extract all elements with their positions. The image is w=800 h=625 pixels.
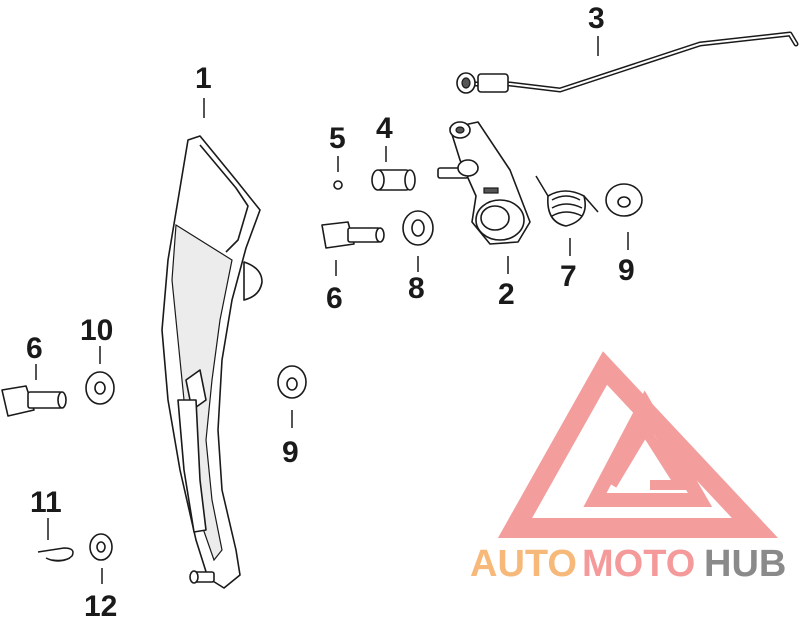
callout-12: 12: [84, 590, 117, 623]
watermark-logo: [497, 351, 779, 538]
callout-8: 8: [408, 272, 425, 305]
logo-inner-mark: [607, 420, 690, 490]
callout-3: 3: [588, 2, 605, 35]
part-4-bushing: [371, 169, 416, 191]
part-1-lever: [161, 135, 263, 589]
part-5-nut: [333, 180, 343, 190]
callout-4: 4: [376, 112, 393, 145]
part-6-bolt-upper: [321, 221, 385, 249]
part-7-spring: [535, 175, 599, 227]
callout-9-middle: 9: [282, 436, 299, 469]
logo-outer-triangle: [497, 351, 779, 538]
part-2-arm: [437, 121, 531, 245]
logo-inner-triangle: [583, 390, 713, 507]
part-3-rod: [456, 31, 799, 94]
callout-6-upper: 6: [326, 282, 343, 315]
callouts: 1 3 4 5 6 8 2 7 9 9 6 10 11 12: [26, 2, 635, 623]
part-9-washer-right: [605, 183, 643, 217]
callout-9-right: 9: [618, 254, 635, 287]
callout-6-lower: 6: [26, 332, 43, 365]
watermark-text: AUTO MOTO HUB: [470, 543, 786, 585]
watermark-moto: MOTO: [582, 543, 695, 585]
watermark-hub: HUB: [704, 543, 786, 585]
part-6-bolt-lower: [1, 385, 67, 417]
part-9-washer-middle: [277, 365, 307, 399]
callout-5: 5: [329, 122, 346, 155]
leader-lines: [35, 36, 629, 584]
part-12-washer: [89, 533, 113, 561]
part-10-washer: [85, 371, 115, 405]
part-8-washer: [402, 210, 434, 246]
callout-11: 11: [30, 486, 62, 519]
watermark-auto: AUTO: [470, 543, 577, 585]
callout-7: 7: [560, 260, 577, 293]
callout-10: 10: [80, 314, 113, 347]
callout-1: 1: [195, 62, 212, 95]
callout-2: 2: [498, 278, 515, 311]
part-11-clip: [37, 547, 74, 562]
